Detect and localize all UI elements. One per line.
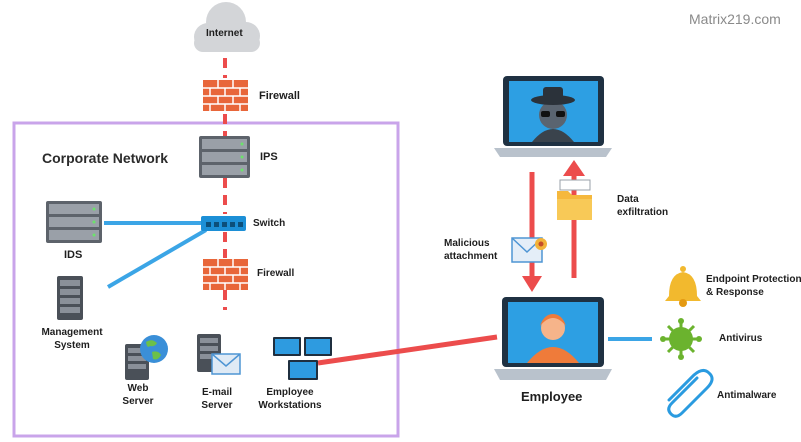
paperclip-icon xyxy=(667,368,714,418)
cloud-icon xyxy=(194,2,260,52)
antimalware-label: Antimalware xyxy=(717,390,777,401)
employee-workstations-label: Employee Workstations xyxy=(258,387,322,411)
malicious-attachment-arrow xyxy=(522,172,542,292)
switch-label: Switch xyxy=(253,218,286,229)
firewall-top-label: Firewall xyxy=(259,90,300,102)
malicious-attachment-label: Malicious attachment xyxy=(444,238,498,262)
ips-label: IPS xyxy=(260,151,278,163)
web-server-label: Web Server xyxy=(122,383,154,407)
attacker-laptop-icon xyxy=(494,76,612,157)
firewall-top-icon xyxy=(203,80,248,111)
management-system-label: Management System xyxy=(41,327,103,351)
exfiltration-arrow xyxy=(563,160,585,278)
firewall-inner-label: Firewall xyxy=(257,268,295,279)
email-server-label: E-mail Server xyxy=(201,387,233,411)
email-server-icon xyxy=(197,334,241,375)
workstations-employee-link xyxy=(317,334,498,366)
corporate-network-title: Corporate Network xyxy=(42,150,169,166)
ids-label: IDS xyxy=(64,249,83,261)
virus-icon xyxy=(660,318,702,360)
management-server-icon xyxy=(57,276,83,320)
data-exfiltration-label: Data exfiltration xyxy=(617,194,669,218)
data-folder-icon xyxy=(557,179,592,220)
ids-server-icon xyxy=(46,201,102,243)
endpoint-protection-label: Endpoint Protection & Response xyxy=(706,274,801,298)
antivirus-label: Antivirus xyxy=(719,333,763,344)
corporate-network-boundary xyxy=(12,121,400,438)
switch-icon xyxy=(201,216,246,231)
brand-watermark: Matrix219.com xyxy=(689,11,781,27)
ips-server-icon xyxy=(199,136,250,178)
malicious-email-icon xyxy=(511,237,547,263)
employee-laptop-icon xyxy=(494,297,612,380)
workstations-icon xyxy=(273,337,332,380)
firewall-inner-icon xyxy=(203,259,248,290)
internet-label: Internet xyxy=(206,28,243,39)
bell-icon xyxy=(665,266,701,307)
management-switch-link xyxy=(106,228,208,289)
web-server-icon xyxy=(125,335,168,380)
employee-label: Employee xyxy=(521,389,583,404)
